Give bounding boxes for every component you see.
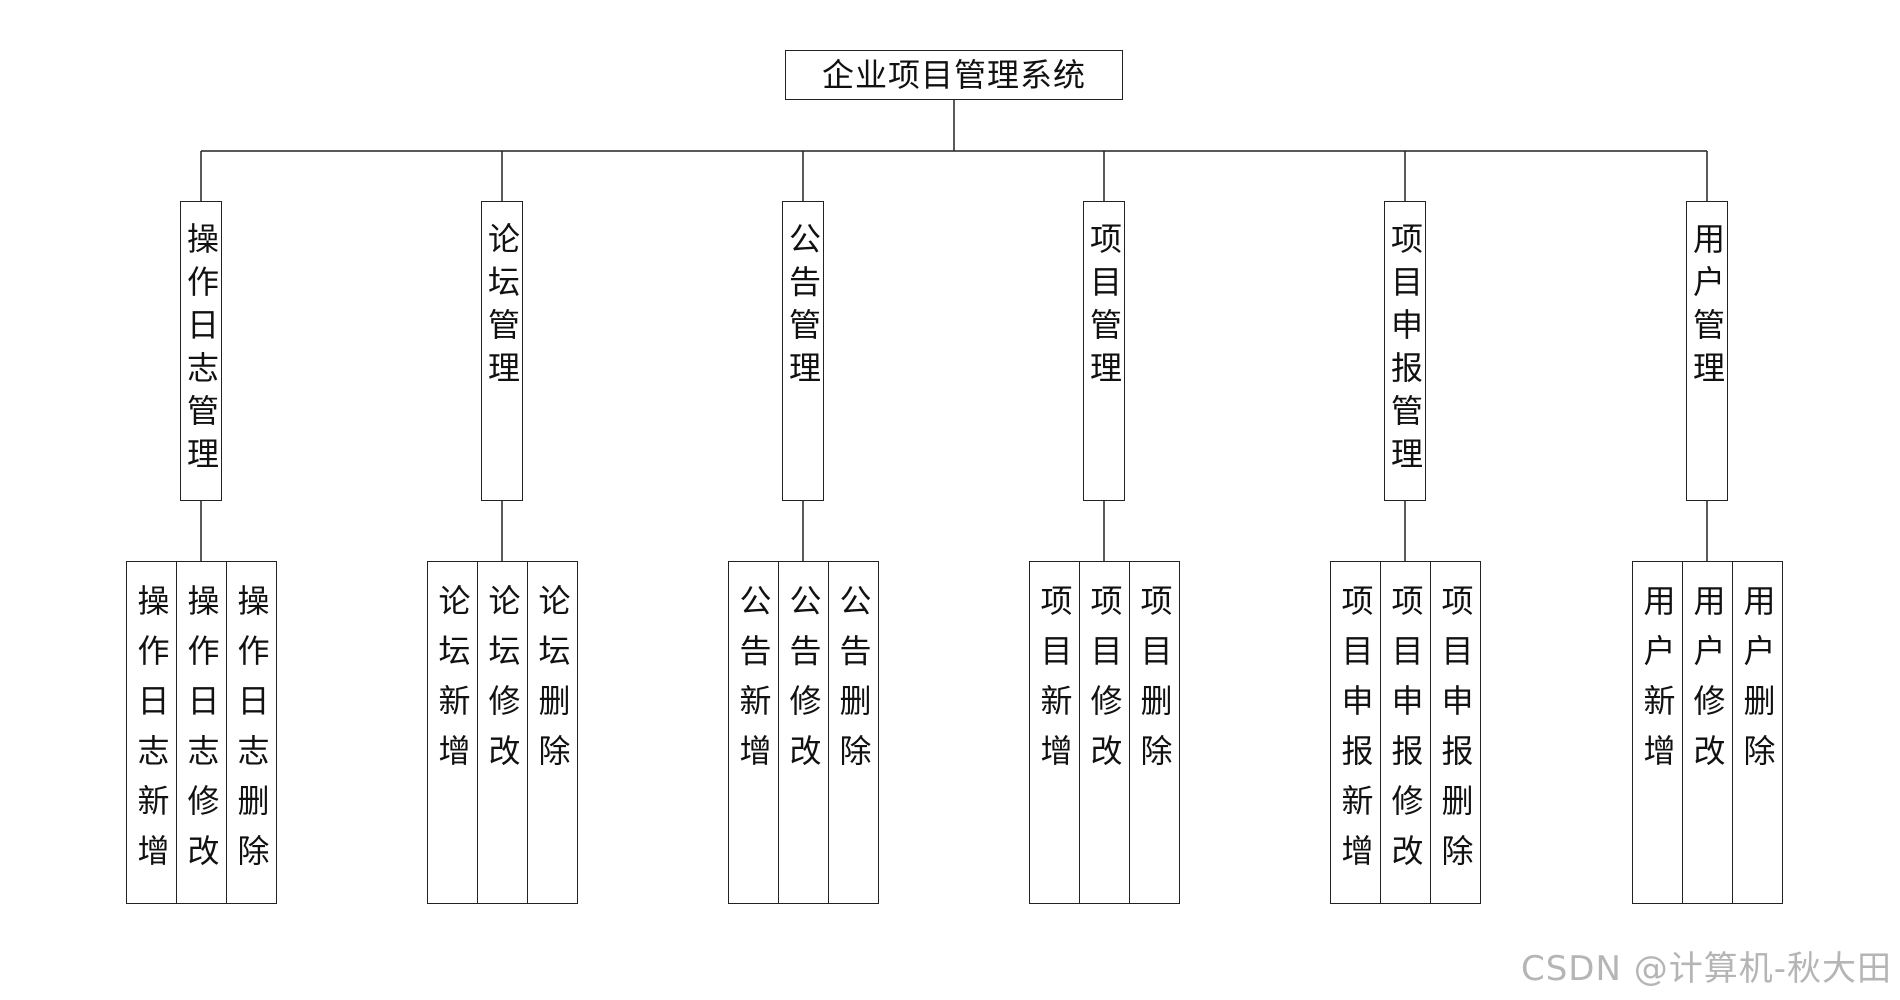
leaf-label: 论坛新增 (433, 584, 472, 784)
leaf-node: 项目修改 (1080, 562, 1130, 903)
category-label: 操作日志管理 (182, 222, 220, 480)
leaf-label: 项目修改 (1085, 584, 1124, 784)
leaf-node: 项目申报新增 (1331, 562, 1381, 903)
leaf-node: 项目新增 (1030, 562, 1080, 903)
leaf-node: 操作日志删除 (227, 562, 276, 903)
leaf-node: 论坛删除 (528, 562, 577, 903)
leaf-label: 用户删除 (1738, 584, 1777, 784)
leaf-group-project-application: 项目申报新增 项目申报修改 项目申报删除 (1330, 561, 1481, 904)
leaf-label: 论坛删除 (533, 584, 572, 784)
leaf-label: 项目申报新增 (1336, 584, 1375, 884)
leaf-label: 公告新增 (734, 584, 773, 784)
leaf-label: 公告修改 (784, 584, 823, 784)
leaf-node: 项目申报删除 (1431, 562, 1480, 903)
leaf-node: 论坛修改 (478, 562, 528, 903)
leaf-group-forum: 论坛新增 论坛修改 论坛删除 (427, 561, 578, 904)
leaf-node: 用户删除 (1733, 562, 1782, 903)
leaf-node: 项目删除 (1130, 562, 1179, 903)
category-node-forum: 论坛管理 (481, 201, 523, 501)
leaf-group-announcement: 公告新增 公告修改 公告删除 (728, 561, 879, 904)
root-node: 企业项目管理系统 (785, 50, 1123, 100)
leaf-node: 操作日志新增 (127, 562, 177, 903)
category-node-project: 项目管理 (1083, 201, 1125, 501)
category-node-announcement: 公告管理 (782, 201, 824, 501)
category-node-user: 用户管理 (1686, 201, 1728, 501)
leaf-label: 项目删除 (1135, 584, 1174, 784)
root-label: 企业项目管理系统 (821, 56, 1086, 94)
leaf-node: 公告新增 (729, 562, 779, 903)
leaf-group-user: 用户新增 用户修改 用户删除 (1632, 561, 1783, 904)
leaf-group-project: 项目新增 项目修改 项目删除 (1029, 561, 1180, 904)
leaf-group-operation-log: 操作日志新增 操作日志修改 操作日志删除 (126, 561, 277, 904)
leaf-node: 公告修改 (779, 562, 829, 903)
category-label: 论坛管理 (483, 222, 521, 394)
watermark-text: CSDN @计算机-秋大田 (1520, 949, 1892, 989)
category-node-project-application: 项目申报管理 (1384, 201, 1426, 501)
category-label: 用户管理 (1688, 222, 1726, 394)
category-node-operation-log: 操作日志管理 (180, 201, 222, 501)
leaf-label: 操作日志新增 (132, 584, 171, 884)
leaf-node: 用户修改 (1683, 562, 1733, 903)
leaf-label: 用户新增 (1638, 584, 1677, 784)
category-label: 公告管理 (784, 222, 822, 394)
leaf-label: 论坛修改 (483, 584, 522, 784)
leaf-label: 项目申报修改 (1386, 584, 1425, 884)
category-label: 项目申报管理 (1386, 222, 1424, 480)
leaf-node: 公告删除 (829, 562, 878, 903)
leaf-node: 操作日志修改 (177, 562, 227, 903)
leaf-label: 操作日志删除 (232, 584, 271, 884)
leaf-node: 项目申报修改 (1381, 562, 1431, 903)
leaf-label: 项目申报删除 (1436, 584, 1475, 884)
leaf-node: 用户新增 (1633, 562, 1683, 903)
leaf-node: 论坛新增 (428, 562, 478, 903)
leaf-label: 用户修改 (1688, 584, 1727, 784)
leaf-label: 公告删除 (834, 584, 873, 784)
leaf-label: 操作日志修改 (182, 584, 221, 884)
category-label: 项目管理 (1085, 222, 1123, 394)
leaf-label: 项目新增 (1035, 584, 1074, 784)
